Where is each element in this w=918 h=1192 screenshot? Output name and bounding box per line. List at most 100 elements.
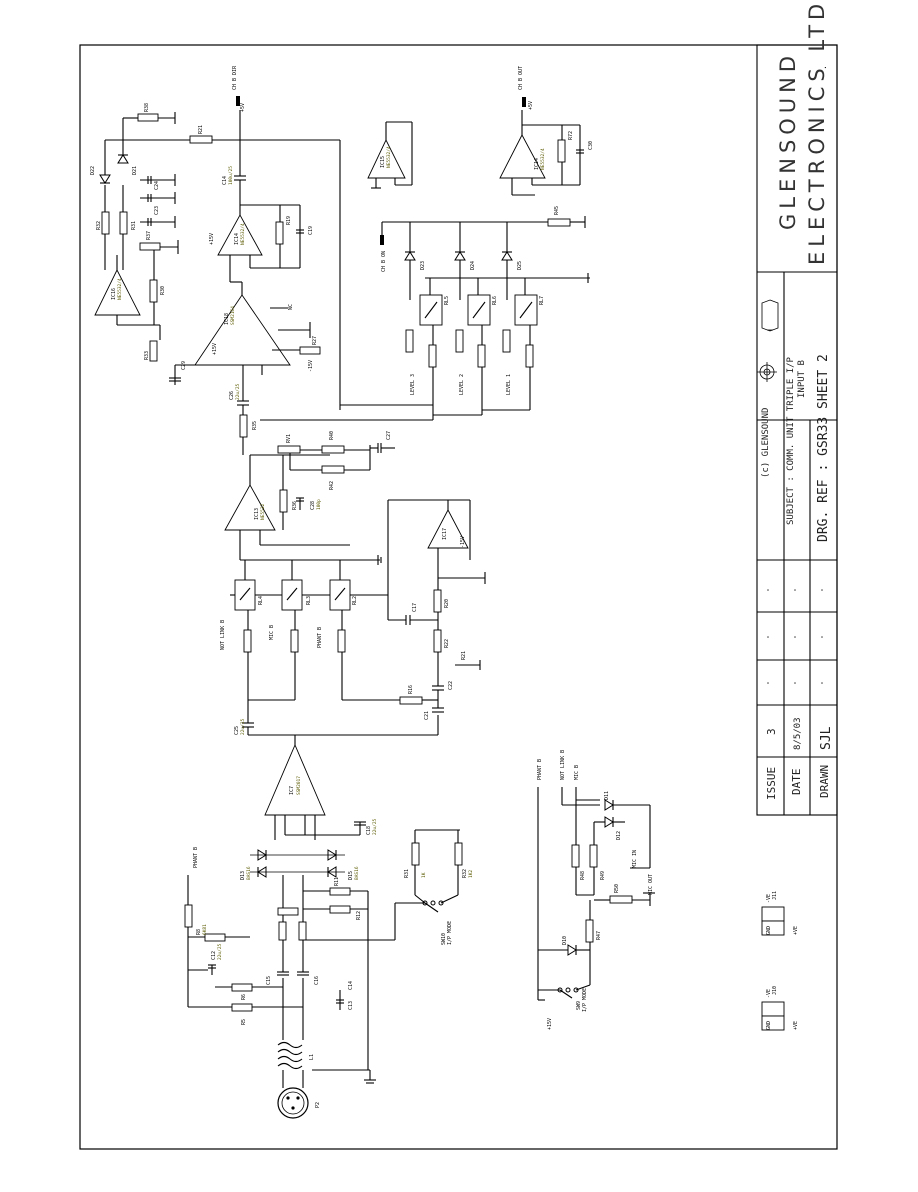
svg-text:+VE: +VE bbox=[793, 1021, 799, 1030]
subject-label: SUBJECT : COMM. UNIT TRIPLE I/P bbox=[786, 356, 796, 525]
input-transformer: L1 bbox=[277, 1022, 315, 1088]
svg-text:P2: P2 bbox=[315, 1102, 321, 1108]
svg-text:NE5532/4: NE5532/4 bbox=[117, 278, 123, 300]
company-name-line1: GLENSOUND bbox=[776, 51, 800, 230]
svg-text:IC15: IC15 bbox=[380, 156, 386, 168]
svg-text:R21: R21 bbox=[461, 651, 467, 660]
svg-text:R72: R72 bbox=[568, 131, 574, 140]
svg-text:PHANT B: PHANT B bbox=[537, 759, 543, 780]
svg-text:IC7: IC7 bbox=[289, 786, 295, 795]
svg-text:SSM2164: SSM2164 bbox=[230, 306, 236, 325]
svg-text:C30: C30 bbox=[588, 141, 594, 150]
svg-text:D23: D23 bbox=[420, 261, 426, 270]
svg-text:100p: 100p bbox=[316, 499, 322, 510]
svg-text:LEVEL 2: LEVEL 2 bbox=[459, 374, 465, 395]
svg-text:+VE: +VE bbox=[793, 926, 799, 935]
svg-text:C16: C16 bbox=[314, 976, 320, 985]
copyright-label: (c) GLENSOUND bbox=[761, 408, 771, 478]
svg-text:NOT LINK B: NOT LINK B bbox=[560, 750, 566, 780]
svg-text:NE5532/4: NE5532/4 bbox=[386, 146, 392, 168]
svg-text:R5: R5 bbox=[241, 1019, 247, 1025]
svg-text:-15V: -15V bbox=[460, 536, 466, 548]
svg-text:MIC IN: MIC IN bbox=[632, 850, 638, 868]
svg-text:R38: R38 bbox=[144, 103, 150, 112]
svg-text:RL7: RL7 bbox=[539, 296, 545, 305]
issue-label: ISSUE bbox=[765, 767, 778, 800]
svg-text:IC14: IC14 bbox=[534, 158, 540, 170]
svg-text:C25: C25 bbox=[234, 726, 240, 735]
svg-text:+15V: +15V bbox=[547, 1018, 553, 1030]
svg-text:C29: C29 bbox=[181, 361, 187, 370]
svg-text:D24: D24 bbox=[470, 261, 476, 270]
svg-text:-15V: -15V bbox=[308, 360, 314, 372]
svg-text:R8: R8 bbox=[196, 929, 202, 935]
svg-text:D10: D10 bbox=[562, 936, 568, 945]
level-network: RV1 R40 R42 C27 R35 C26 22u/25 bbox=[229, 365, 395, 490]
svg-text:R48: R48 bbox=[580, 871, 586, 880]
svg-text:SW10: SW10 bbox=[441, 933, 447, 945]
svg-text:RL4: RL4 bbox=[258, 596, 264, 605]
title-block: GLENSOUND ELECTRONICS LTD. . (c) GLENSOU… bbox=[756, 0, 838, 816]
output-opamp-ic14: IC14 NE5532/4 R19 C19 +15V C14 100u/25 R… bbox=[160, 110, 314, 283]
svg-text:IC16: IC16 bbox=[111, 288, 117, 300]
spare-opamp-ic15: IC15 NE5532/4 bbox=[367, 121, 413, 189]
svg-text:R12: R12 bbox=[356, 911, 362, 920]
input-protection-diodes: D13 BAS16 D15 BAS16 bbox=[240, 849, 360, 880]
svg-text:R22: R22 bbox=[444, 639, 450, 648]
svg-text:NC: NC bbox=[288, 304, 294, 310]
svg-text:D15: D15 bbox=[348, 871, 354, 880]
phantom-detect-opamp: IC17 C17 R20 R22 -15V R21 bbox=[387, 499, 486, 686]
svg-text:IC17: IC17 bbox=[442, 528, 448, 540]
svg-text:-VE: -VE bbox=[766, 894, 772, 903]
svg-text:RL2: RL2 bbox=[352, 596, 358, 605]
svg-text:D12: D12 bbox=[616, 831, 622, 840]
svg-text:R47: R47 bbox=[596, 931, 602, 940]
drawn-value: SJL bbox=[819, 726, 834, 750]
svg-text:R42: R42 bbox=[329, 481, 335, 490]
svg-text:D22: D22 bbox=[90, 166, 96, 175]
svg-text:PHANT B: PHANT B bbox=[317, 627, 323, 648]
svg-text:NE5532: NE5532 bbox=[260, 503, 266, 520]
svg-text:L1: L1 bbox=[309, 1054, 315, 1060]
xlr-input-connector: P2 bbox=[277, 1087, 321, 1119]
svg-text:22u/25: 22u/25 bbox=[235, 383, 241, 400]
svg-text:RL5: RL5 bbox=[444, 296, 450, 305]
input-preamp-ic7: IC7 SSM2017 C18 22u/25 bbox=[264, 735, 378, 840]
svg-text:R49: R49 bbox=[600, 871, 606, 880]
svg-text:R16: R16 bbox=[408, 685, 414, 694]
svg-text:+5V: +5V bbox=[240, 103, 246, 112]
input-network: R8 6K81 PHANT B R5 R6 C12 22u/25 C15 C16… bbox=[184, 847, 369, 1070]
svg-text:+15V: +15V bbox=[212, 343, 218, 355]
svg-text:BAS16: BAS16 bbox=[354, 866, 360, 880]
mic-mode-switch[interactable]: SW10 I/P MODE R31 1K R32 1K2 bbox=[300, 829, 474, 945]
power-connector-j11: J11 -VE GND +VE bbox=[761, 891, 799, 936]
svg-text:100u/25: 100u/25 bbox=[228, 166, 234, 185]
svg-text:NE5532/4: NE5532/4 bbox=[240, 223, 246, 245]
svg-text:1K: 1K bbox=[421, 872, 427, 878]
svg-text:RL6: RL6 bbox=[492, 296, 498, 305]
svg-text:R20: R20 bbox=[444, 599, 450, 608]
drawing-reference: DRG. REF : GSR33 SHEET 2 bbox=[816, 354, 831, 542]
svg-text:PHANT B: PHANT B bbox=[193, 847, 199, 868]
svg-text:IC18: IC18 bbox=[224, 313, 230, 325]
svg-text:IC13: IC13 bbox=[254, 508, 260, 520]
svg-text:C21: C21 bbox=[424, 711, 430, 720]
source-select-relays: RL4 RL3 RL2 NOT LINK B MIC B PHANT B R16 bbox=[220, 500, 438, 705]
svg-text:D11: D11 bbox=[604, 791, 610, 800]
svg-text:6K81: 6K81 bbox=[202, 924, 208, 935]
ch-b-dir-output: CH B DIR +5V bbox=[232, 65, 246, 112]
svg-text:SW9: SW9 bbox=[576, 1001, 582, 1010]
svg-text:LEVEL 3: LEVEL 3 bbox=[410, 374, 416, 395]
svg-text:I/P MODE: I/P MODE bbox=[447, 921, 453, 945]
svg-text:MIC OUT: MIC OUT bbox=[648, 874, 654, 895]
svg-text:C27: C27 bbox=[386, 431, 392, 440]
svg-text:+15V: +15V bbox=[209, 233, 215, 245]
svg-text:SSM2017: SSM2017 bbox=[296, 776, 302, 795]
svg-text:C15: C15 bbox=[266, 976, 272, 985]
date-value: 8/5/03 bbox=[793, 717, 803, 750]
svg-text:C22: C22 bbox=[448, 681, 454, 690]
svg-text:D21: D21 bbox=[132, 166, 138, 175]
svg-text:.: . bbox=[819, 65, 828, 70]
